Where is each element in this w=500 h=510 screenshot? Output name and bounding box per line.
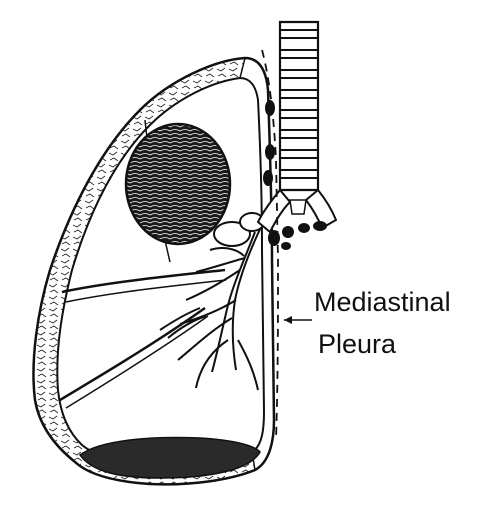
tumor-mass <box>124 122 232 246</box>
trachea <box>256 20 338 234</box>
bronchial-tree <box>159 224 263 391</box>
oblique-fissure-inner <box>65 315 209 409</box>
horizontal-fissure <box>61 268 226 294</box>
oblique-fissure <box>59 306 206 402</box>
label-mediastinal: Mediastinal <box>314 287 451 317</box>
mediastinal-pleura-line <box>261 49 279 441</box>
hilar-structures <box>209 212 265 257</box>
diaphragm-base <box>78 436 261 479</box>
label-pleura: Pleura <box>318 329 397 359</box>
pointer-arrow <box>284 316 312 324</box>
horizontal-fissure-inner <box>65 279 227 303</box>
